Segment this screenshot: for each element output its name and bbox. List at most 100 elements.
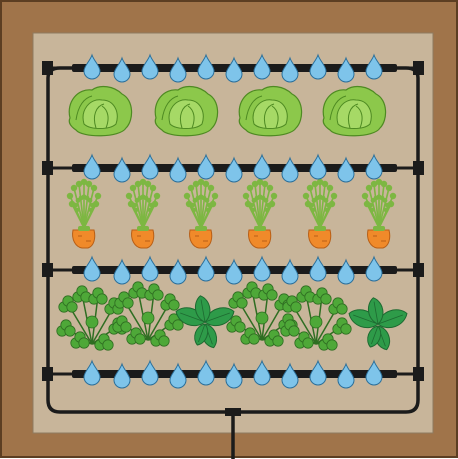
water-drop-icon (197, 53, 215, 80)
carrot-leaf (326, 184, 334, 192)
parsley-leaf (78, 337, 90, 349)
left-connector (42, 61, 53, 75)
parsley-leaf (326, 339, 338, 351)
carrot-leaf (153, 192, 161, 200)
carrot-stem (254, 183, 261, 229)
carrot-crown (314, 226, 326, 231)
water-drop-icon (253, 153, 271, 180)
carrot-stem (188, 203, 202, 229)
left-connector (42, 161, 53, 175)
carrot-stem (200, 203, 214, 229)
carrot-icon (361, 178, 397, 249)
carrot-leaf (151, 200, 159, 208)
carrot-leaf (389, 192, 397, 200)
carrot-leaf (127, 200, 135, 208)
lettuce-vein (245, 95, 263, 121)
parsley-leaf (290, 301, 302, 313)
lettuce-vein (347, 103, 359, 129)
carrot-leaf (207, 184, 215, 192)
carrot-crown (78, 226, 90, 231)
carrot-stem (378, 183, 385, 229)
water-drop-icon (83, 53, 101, 80)
parsley-leaf (172, 319, 184, 331)
carrot-stem (130, 203, 144, 229)
lettuce-heart (82, 99, 118, 129)
carrot-leaf (68, 200, 76, 208)
carrot-leaf (147, 207, 153, 213)
carrot-leaf (129, 184, 137, 192)
carrot-leaf (204, 198, 210, 203)
carrot-leaf (302, 192, 310, 200)
lettuce-vein (75, 95, 93, 121)
carrot-stem (309, 187, 321, 229)
carrot-leaf (211, 192, 219, 200)
parsley-leaf (309, 315, 323, 329)
carrot-leaf (264, 207, 270, 213)
tee-connector (225, 408, 241, 416)
carrot-leaf (88, 207, 94, 213)
water-drop-icon (141, 359, 159, 386)
carrot-leaf (316, 178, 324, 186)
carrot-leaf (144, 180, 152, 188)
basil-icon (175, 295, 235, 349)
left-connector (42, 367, 53, 381)
parsley-leaf (302, 337, 314, 349)
carrot-leaf (133, 207, 139, 213)
water-drop-icon (197, 153, 215, 180)
carrot-leaf (85, 180, 93, 188)
carrot-leaf (246, 184, 254, 192)
water-drop-icon (281, 156, 299, 183)
carrot-leaf (270, 192, 278, 200)
carrot-crown (195, 226, 207, 231)
water-drop-icon (309, 153, 327, 180)
carrot-leaf (94, 192, 102, 200)
water-drop-icon (225, 156, 243, 183)
carrot-leaf (90, 184, 98, 192)
water-drop-icon (113, 156, 131, 183)
carrot-stem (247, 203, 261, 229)
carrot-leaf (369, 207, 375, 213)
carrot-stem (259, 187, 271, 229)
carrot-leaf (261, 180, 269, 188)
parsley-leaf (288, 325, 300, 337)
carrot-leaf (328, 200, 336, 208)
parsley-leaf (340, 323, 352, 335)
parsley-leaf (336, 303, 348, 315)
carrot-leaf (250, 207, 256, 213)
carrot-leaf (183, 192, 191, 200)
carrot-leaf (197, 178, 205, 186)
parsley-leaf (168, 299, 180, 311)
carrot-leaf (80, 178, 88, 186)
carrot-icon (66, 178, 102, 249)
carrot-leaf (304, 200, 312, 208)
carrot-leaf (191, 207, 197, 213)
water-drop-icon (141, 153, 159, 180)
carrot-leaf (70, 184, 78, 192)
carrot-stem (378, 203, 392, 229)
carrot-leaf (139, 178, 147, 186)
carrot-leaf (66, 192, 74, 200)
lettuce-vein (101, 105, 109, 129)
basil-vein (353, 314, 379, 325)
carrot-leaf (192, 180, 200, 188)
parsley-leaf (141, 311, 155, 325)
lettuce-icon (154, 85, 219, 137)
carrot-root (308, 229, 332, 249)
carrot-leaf (323, 198, 329, 203)
water-drop-icon (365, 359, 383, 386)
carrot-stem (366, 203, 380, 229)
water-drop-icon (169, 362, 187, 389)
water-drop-icon (83, 153, 101, 180)
carrot-icon (242, 178, 278, 249)
water-drop-icon (309, 53, 327, 80)
carrot-stem (142, 187, 154, 229)
carrot-stem (83, 203, 97, 229)
carrot-leaf (306, 184, 314, 192)
carrot-leaf (321, 180, 329, 188)
parsley-leaf (120, 321, 132, 333)
parsley-icon (280, 285, 352, 351)
basil-vein (373, 301, 379, 325)
basil-vein (371, 325, 379, 345)
carrot-stem (83, 187, 95, 229)
carrot-leaf (256, 178, 264, 186)
